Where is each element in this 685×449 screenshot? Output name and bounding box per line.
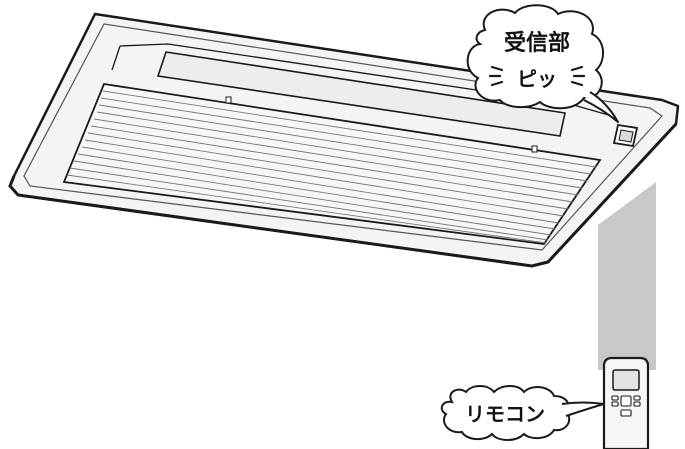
remote-callout-tail xyxy=(561,401,605,417)
inner-panel-border xyxy=(23,23,663,251)
air-conditioner-unit xyxy=(8,12,680,268)
upper-vent-lip xyxy=(111,43,613,117)
remote-controller-icon xyxy=(602,356,650,449)
upper-vent xyxy=(156,51,566,137)
remote-buttons xyxy=(611,395,641,417)
sound-marks xyxy=(488,65,586,87)
receiver-sound: ピッ xyxy=(517,67,557,91)
signal-receiver-icon xyxy=(612,123,639,148)
receiver-callout-tail xyxy=(583,91,619,123)
panel-edge xyxy=(8,122,678,268)
remote-callout: リモコン xyxy=(440,385,605,441)
remote-callout-bubble xyxy=(440,385,571,441)
grille-slats xyxy=(66,90,597,244)
remote-label: リモコン xyxy=(465,402,545,426)
receiver-title: 受信部 xyxy=(504,30,570,56)
grille-clip-left xyxy=(225,96,232,104)
receiver-callout: 受信部 ピッ xyxy=(466,4,619,123)
receiver-callout-bubble xyxy=(466,4,604,110)
signal-beam xyxy=(598,182,656,370)
remote-display xyxy=(612,369,640,391)
grille-clip-right xyxy=(531,145,538,153)
